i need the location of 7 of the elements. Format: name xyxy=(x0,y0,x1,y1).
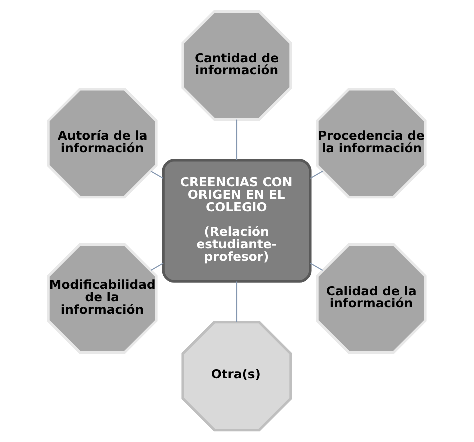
connector xyxy=(310,263,324,272)
node-box: CREENCIAS CON ORIGEN EN EL COLEGIO (Relación estudiante-profesor) xyxy=(162,159,312,283)
connector xyxy=(236,120,238,160)
connector xyxy=(150,170,164,179)
connector xyxy=(150,263,164,272)
connector xyxy=(310,170,324,179)
connector xyxy=(236,282,238,322)
